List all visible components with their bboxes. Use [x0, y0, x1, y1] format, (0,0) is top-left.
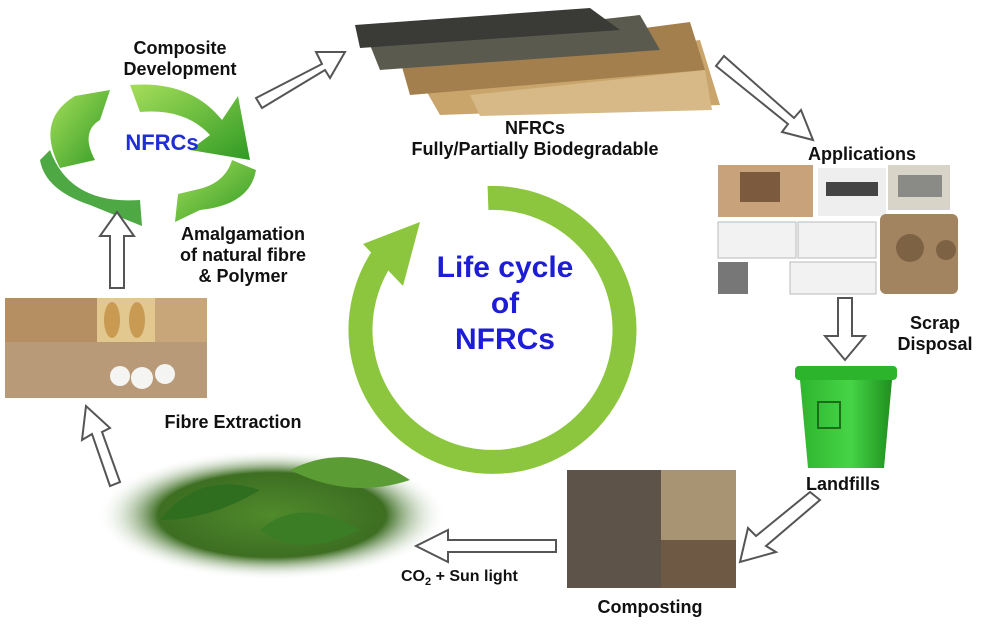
composite-development-line2: Development — [123, 59, 237, 79]
center-title: Life cycle of NFRCs — [400, 250, 610, 358]
amalgamation-line2: of natural fibre — [179, 245, 306, 265]
recycle-icon — [40, 84, 256, 226]
arrow-to-recycle — [98, 210, 136, 289]
biodegradable-label: Fully/Partially Biodegradable — [411, 139, 659, 159]
nfrcs-title: NFRCs — [504, 118, 565, 138]
nfrcs-label: NFRCs Fully/Partially Biodegradable — [380, 118, 690, 160]
flow-arrows — [80, 51, 868, 564]
center-title-line3: NFRCs — [454, 323, 555, 356]
amalgamation-label: Amalgamation of natural fibre & Polymer — [158, 224, 328, 287]
arrow-to-applications — [714, 54, 815, 142]
life-cycle-arrow-icon — [348, 185, 637, 474]
co2-sunlight-label: CO2 + Sun light — [401, 568, 518, 588]
green-bin-icon — [795, 366, 897, 468]
amalgamation-line3: & Polymer — [198, 266, 288, 286]
center-title-line2: of — [490, 287, 520, 320]
fibre-extraction-label: Fibre Extraction — [164, 412, 302, 432]
arrow-to-composting — [738, 490, 822, 564]
arrow-to-fibre-extraction — [80, 403, 122, 488]
plant-leaves-image — [97, 450, 447, 580]
scrap-line1: Scrap — [909, 313, 961, 333]
co2-subscript: 2 — [425, 576, 432, 589]
landfills-label: Landfills — [805, 474, 880, 494]
applications-label: Applications — [807, 144, 916, 164]
recycle-badge-label: NFRCs — [125, 130, 199, 155]
applications-collage-image — [717, 165, 958, 295]
composite-development-line1: Composite — [133, 38, 227, 58]
co2-suffix: + Sun light — [431, 568, 518, 585]
center-title-line1: Life cycle — [436, 251, 574, 284]
co2-prefix: CO — [401, 568, 425, 585]
composite-development-label: Composite Development — [118, 38, 242, 80]
amalgamation-line1: Amalgamation — [180, 224, 306, 244]
arrow-to-bin — [822, 297, 868, 362]
fibres-collage-image — [5, 298, 207, 398]
arrow-to-composite — [254, 51, 347, 110]
composting-label: Composting — [597, 597, 703, 617]
arrow-to-plant — [413, 528, 557, 564]
scrap-disposal-label: Scrap Disposal — [890, 313, 980, 355]
composite-sheets-image — [355, 8, 720, 116]
compost-image — [567, 470, 736, 588]
scrap-line2: Disposal — [897, 334, 973, 354]
